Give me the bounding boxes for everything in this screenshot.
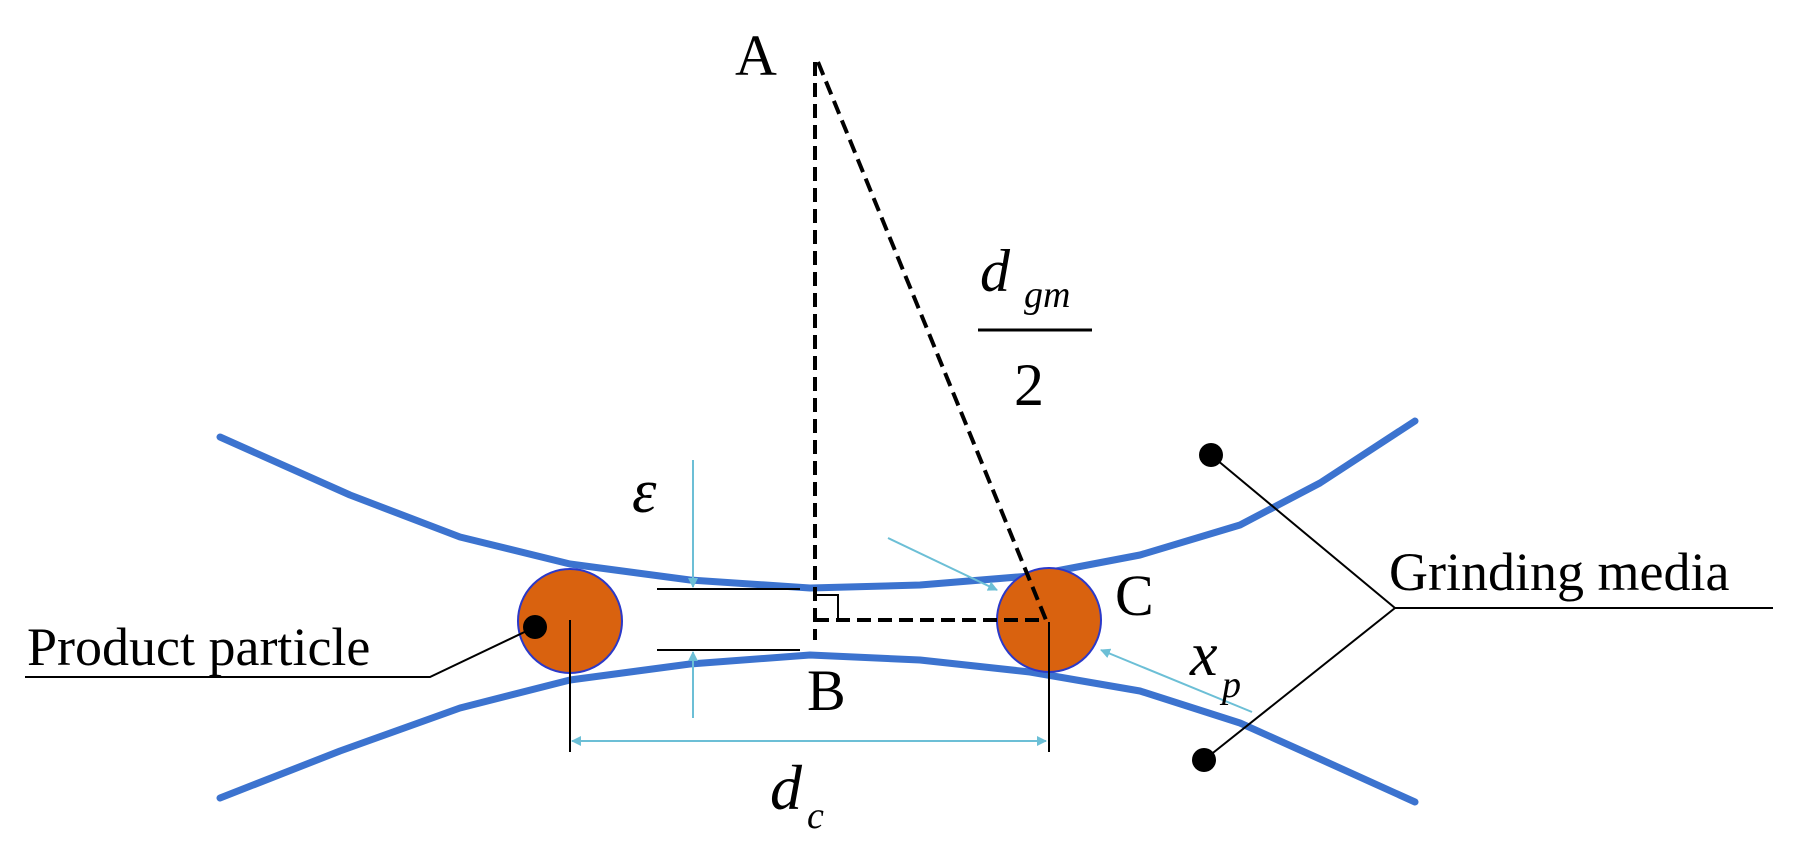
grinding-media-curves (216, 417, 1419, 806)
point-b-label: B (807, 658, 846, 723)
dgm-numerator-subscript: gm (1024, 274, 1070, 316)
grinding-media-upper-callout-dot (1199, 443, 1223, 467)
geometry-lines (569, 61, 1092, 752)
dashed-hypotenuse-ac (816, 61, 1048, 621)
product-particle-label: Product particle (27, 617, 370, 677)
product-particle-leader (25, 626, 536, 678)
dc-label-main: d (770, 752, 803, 823)
point-a-label: A (735, 23, 777, 88)
grinding-media-label: Grinding media (1389, 542, 1729, 602)
xp-label-subscript: p (1219, 664, 1241, 706)
cyan-dimension-arrows (571, 460, 1253, 746)
callout-dots (523, 443, 1223, 772)
xp-top-arrow (887, 537, 998, 591)
epsilon-label: ε (632, 458, 657, 526)
upper-grinding-media-surface (216, 417, 1419, 592)
grinding-media-lower-callout-dot (1192, 748, 1216, 772)
dgm-denominator: 2 (1014, 352, 1044, 418)
callout-leaders (25, 454, 1773, 761)
grinding-media-lower-leader (1203, 607, 1396, 761)
dc-label-subscript: c (807, 795, 824, 837)
lower-grinding-media-surface (216, 651, 1419, 806)
diagram-labels: A B C ε d gm 2 d c x p Product particle … (27, 23, 1729, 837)
product-particle-callout-dot (523, 615, 547, 639)
point-c-label: C (1115, 563, 1154, 628)
dgm-numerator-main: d (980, 238, 1011, 304)
right-angle-marker-icon (815, 594, 839, 620)
xp-label-main: x (1189, 621, 1218, 689)
xp-bottom-arrow (1100, 648, 1253, 713)
